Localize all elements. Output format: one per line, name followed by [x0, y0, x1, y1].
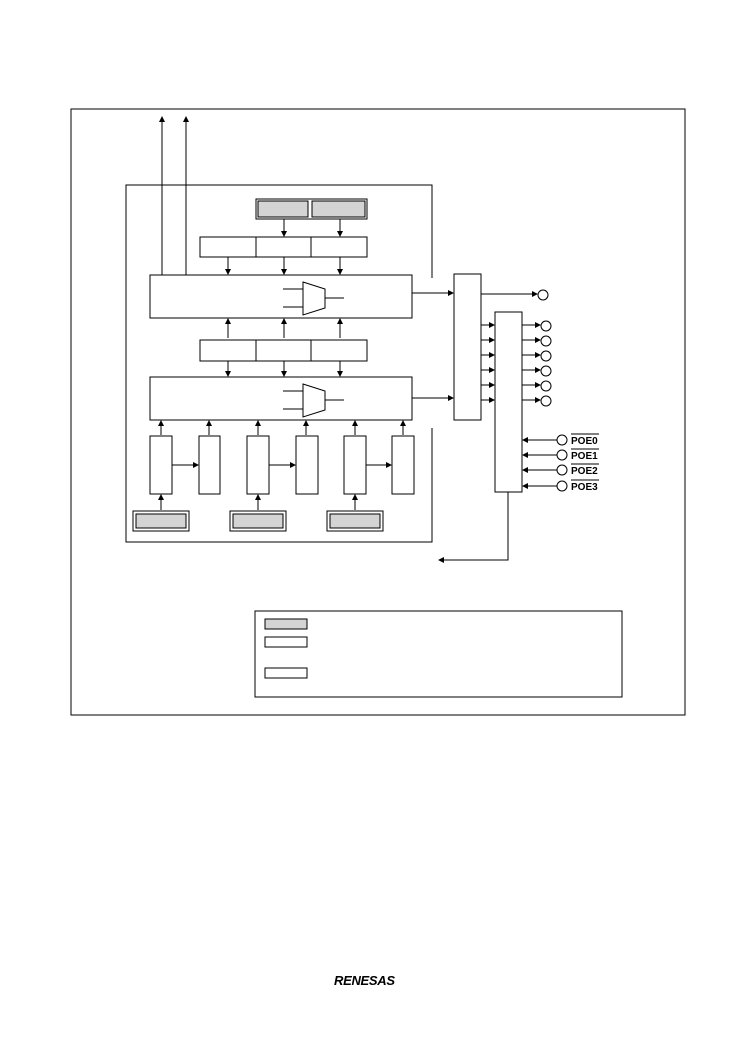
register-row-lower — [199, 339, 368, 362]
register-row-upper — [199, 236, 368, 258]
interrupt-output-arrows — [159, 116, 189, 275]
compare-output-lines — [412, 290, 454, 401]
protect-interrupt-line — [438, 492, 509, 563]
renesas-logo: RENESAS — [334, 973, 395, 988]
poe-input-pins — [522, 434, 568, 492]
register-load-arrows — [281, 219, 343, 237]
figure-frame — [70, 108, 686, 716]
bottom-shaded-registers — [132, 510, 384, 532]
control-to-protect-arrows — [481, 322, 495, 403]
compare-block-upper — [149, 274, 413, 319]
bus-arrows-middle — [225, 318, 343, 377]
output-control-block — [453, 273, 482, 421]
counter-channel-3 — [343, 435, 415, 510]
legend-swatch-plain-1 — [264, 636, 308, 648]
poe3-label: POE3 — [571, 482, 598, 493]
legend-swatch-shaded — [264, 618, 308, 630]
poe1-label: POE1 — [571, 451, 598, 462]
counter-to-compare-arrows — [158, 420, 406, 435]
counter-channel-1 — [149, 435, 221, 510]
poe2-label: POE2 — [571, 466, 598, 477]
comparator-symbol-lower — [283, 383, 344, 418]
legend-swatch-plain-2 — [264, 667, 308, 679]
poe0-label: POE0 — [571, 436, 598, 447]
output-pins — [522, 320, 552, 407]
module-boundary — [125, 184, 433, 543]
output-pin-single — [481, 289, 549, 301]
shaded-register-1 — [257, 200, 309, 218]
shaded-register-2 — [311, 200, 366, 218]
legend — [254, 610, 623, 698]
poe-labels: POE0 POE1 POE2 POE3 — [571, 433, 599, 493]
upper-register-to-compare-arrows — [225, 257, 343, 275]
counter-channel-2 — [246, 435, 319, 510]
compare-block-lower — [149, 376, 413, 421]
port-output-enable-block — [494, 311, 523, 493]
top-register-pair — [255, 198, 368, 220]
comparator-symbol-upper — [283, 281, 344, 316]
